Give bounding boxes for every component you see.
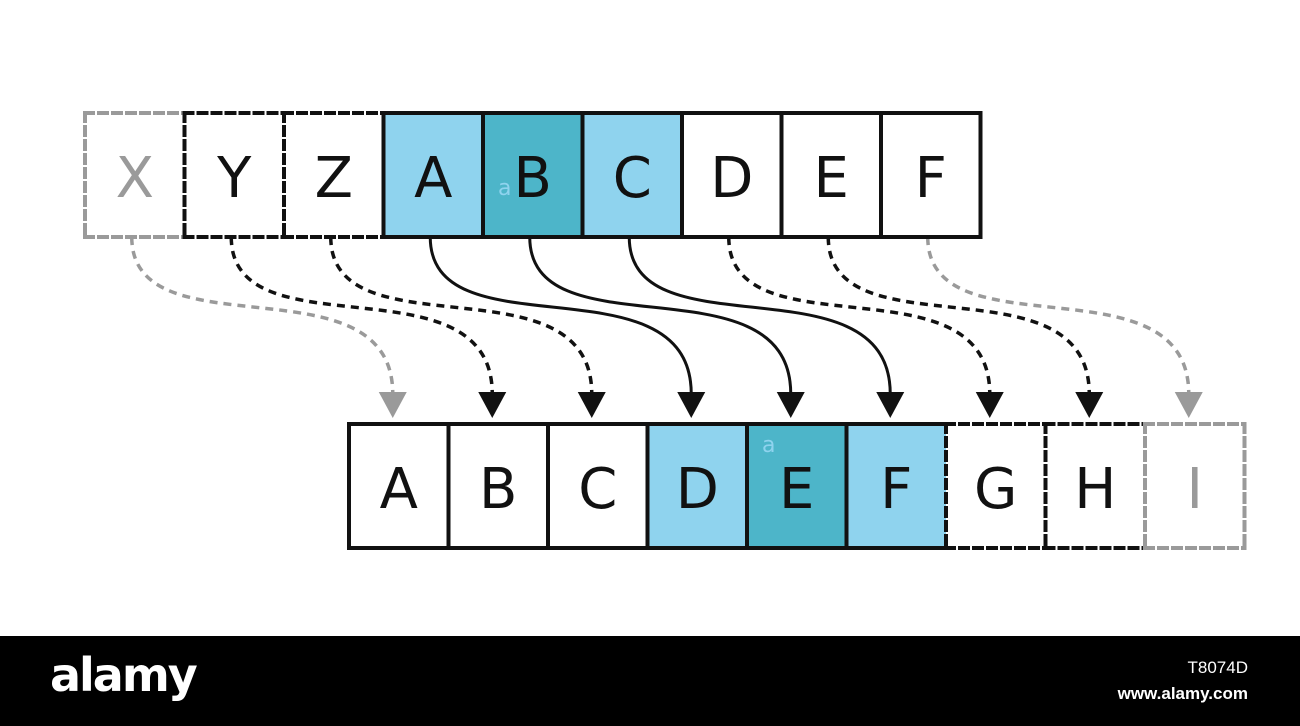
bottom-letter-a: A <box>380 457 418 522</box>
bottom-cell-a <box>349 424 449 548</box>
mapping-arrow-line <box>528 236 793 395</box>
arrow-head <box>677 392 706 418</box>
top-cell-f <box>881 113 981 237</box>
arrow-head <box>776 392 805 418</box>
mapping-arrow-line <box>727 236 992 395</box>
bottom-highlight-marker: a <box>762 433 775 458</box>
site-url: www.alamy.com <box>1117 684 1248 703</box>
bottom-cell-d <box>647 424 747 548</box>
mapping-arrow-line <box>130 236 395 395</box>
bottom-letter-h: H <box>1074 457 1116 522</box>
top-cell-x <box>85 113 185 237</box>
arrow-head <box>378 392 407 418</box>
brand-logo: alamy <box>50 648 198 702</box>
bottom-cell-i <box>1145 424 1245 548</box>
arrow-head <box>876 392 905 418</box>
bottom-cell-f <box>846 424 946 548</box>
top-cell-z <box>284 113 384 237</box>
mapping-arrow-line <box>229 236 494 395</box>
arrow-head <box>975 392 1004 418</box>
bottom-cell-c <box>548 424 648 548</box>
mapping-arrow-line <box>329 236 594 395</box>
top-letter-y: Y <box>216 146 252 211</box>
top-cell-y <box>184 113 284 237</box>
top-letter-c: C <box>613 146 652 211</box>
top-cell-d <box>682 113 782 237</box>
bottom-letter-g: G <box>974 457 1017 522</box>
mapping-arrow-line <box>926 236 1191 395</box>
top-letter-d: D <box>710 146 753 211</box>
top-letter-z: Z <box>315 146 353 211</box>
bottom-cell-b <box>448 424 548 548</box>
mapping-arrow-line <box>627 236 892 395</box>
bottom-letter-d: D <box>676 457 719 522</box>
bottom-letter-e: E <box>779 457 814 522</box>
top-highlight-marker: a <box>498 176 511 201</box>
bottom-letter-c: C <box>578 457 617 522</box>
top-letter-e: E <box>814 146 849 211</box>
bottom-letter-b: B <box>479 457 517 522</box>
top-cell-e <box>781 113 881 237</box>
top-cell-a <box>383 113 483 237</box>
top-cell-b <box>483 113 583 237</box>
bottom-cell-e <box>747 424 847 548</box>
bottom-letter-i: I <box>1186 457 1203 522</box>
bottom-cell-h <box>1045 424 1145 548</box>
top-letter-a: A <box>414 146 452 211</box>
top-letter-x: X <box>116 146 154 211</box>
bottom-cell-g <box>946 424 1046 548</box>
mapping-arrow-line <box>428 236 693 395</box>
arrow-head <box>1075 392 1104 418</box>
image-id: T8074D <box>1187 658 1248 677</box>
arrow-head <box>1174 392 1203 418</box>
footer-bar: alamy T8074D www.alamy.com <box>0 636 1300 726</box>
bottom-letter-f: F <box>880 457 912 522</box>
mapping-arrows <box>130 236 1203 418</box>
arrow-head <box>577 392 606 418</box>
top-cell-c <box>582 113 682 237</box>
top-letter-f: F <box>915 146 947 211</box>
top-letter-b: B <box>514 146 552 211</box>
mapping-arrow-line <box>826 236 1091 395</box>
arrow-head <box>478 392 507 418</box>
